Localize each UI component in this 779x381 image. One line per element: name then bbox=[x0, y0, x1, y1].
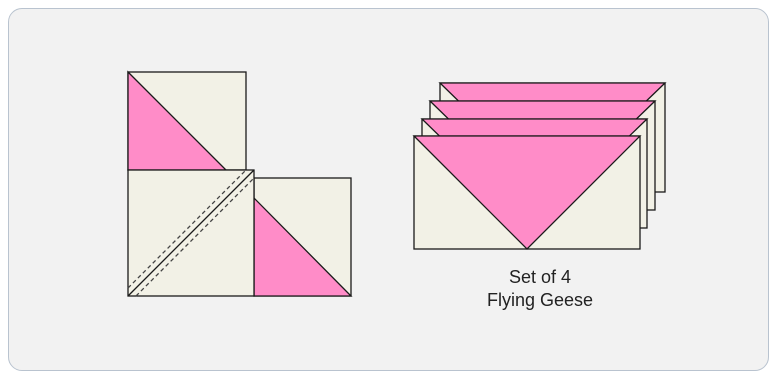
flying-geese-stack bbox=[414, 83, 665, 249]
center-square bbox=[128, 170, 254, 296]
caption-line-1: Set of 4 bbox=[460, 266, 620, 289]
flying-geese-unit-1 bbox=[414, 136, 640, 249]
caption-line-2: Flying Geese bbox=[460, 289, 620, 312]
caption: Set of 4 Flying Geese bbox=[460, 266, 620, 312]
top-square bbox=[128, 72, 246, 170]
right-square bbox=[254, 178, 351, 296]
hst-assembly bbox=[128, 72, 351, 296]
